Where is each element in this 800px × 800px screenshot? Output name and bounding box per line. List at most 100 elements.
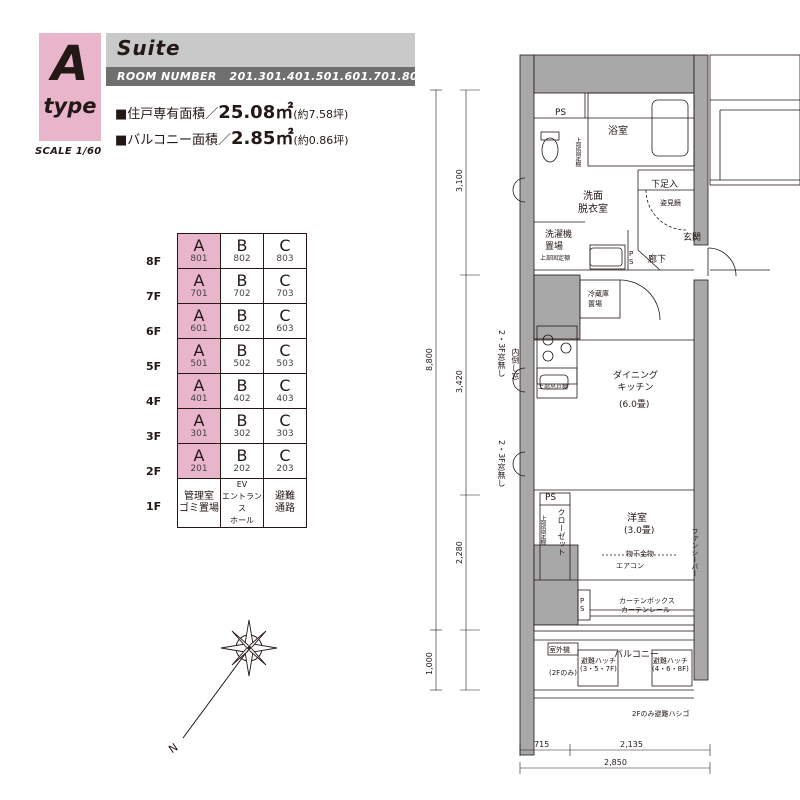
type-letter: A: [51, 36, 89, 92]
ground-floor-cell: 避難 通路: [263, 478, 307, 528]
closet-shelf-label: 上部固定棚: [539, 515, 546, 545]
suite-bar: [106, 33, 415, 67]
unit-number: 303: [276, 429, 294, 439]
unit-type-letter: C: [279, 411, 291, 430]
ps-bottom-label: P S: [580, 597, 585, 613]
unit-number: 401: [190, 394, 208, 404]
ps-small-label: P S: [629, 250, 634, 266]
unit-number: 803: [276, 254, 294, 264]
unit-type-letter: A: [193, 411, 205, 430]
western-size-label: (3.0畳): [624, 526, 655, 536]
hatch-right-label: 避難ハッチ (4・6・8F): [652, 657, 689, 673]
type-badge: [39, 33, 101, 141]
unit-type-letter: A: [193, 376, 205, 395]
floor-plan: [430, 54, 800, 774]
balcony-area: ■バルコニー面積／2.85㎡(約0.86坪): [115, 124, 349, 150]
exclusive-area-value: 25.08㎡: [218, 102, 294, 123]
curtain-box-label: カーテンボックス: [619, 597, 675, 605]
unit-type-letter: A: [193, 306, 205, 325]
exclusive-area: ■住戸専有面積／25.08㎡(約7.58坪): [115, 98, 348, 124]
curtain-rail-label: カーテンレール: [621, 606, 670, 614]
ps-top-label: PS: [555, 108, 567, 118]
floor-label: 8F: [146, 255, 162, 268]
exclusive-area-tsubo: (約7.58坪): [293, 108, 349, 121]
unit-number: 202: [233, 464, 251, 474]
unit-number: 801: [190, 254, 208, 264]
western-room-label: 洋室: [627, 513, 647, 524]
room-number-bar: [106, 67, 415, 86]
dim-715: 715: [534, 740, 550, 749]
unit-type-letter: B: [236, 376, 248, 395]
compass-north-label: N: [166, 741, 180, 756]
drying-rack-label: 物干金物: [626, 550, 654, 558]
inward-window-label: 内倒し窓: [511, 348, 520, 380]
unit-type-letter: B: [236, 271, 248, 290]
unit-number: 701: [190, 289, 208, 299]
unit-number: 602: [233, 324, 251, 334]
unit-type-letter: C: [279, 376, 291, 395]
entrance-label: 玄関: [683, 233, 702, 243]
unit-number: 301: [190, 429, 208, 439]
unit-type-letter: C: [279, 446, 291, 465]
compass-rose: N: [166, 619, 278, 756]
dim-2850: 2,850: [604, 758, 627, 767]
ground-floor-cell: 管理室 ゴミ置場: [177, 478, 221, 528]
unit-number: 502: [233, 359, 251, 369]
exclusive-area-label: ■住戸専有面積／: [115, 107, 219, 122]
room-number-list: 201.301.401.501.601.701.801: [229, 70, 427, 83]
unit-number: 402: [233, 394, 251, 404]
unit-number: 601: [190, 324, 208, 334]
scale-label: SCALE 1/60: [35, 146, 102, 157]
dim-3100: 3,100: [455, 169, 464, 192]
unit-type-letter: A: [193, 271, 205, 290]
balcony-area-tsubo: (約0.86坪): [293, 134, 349, 147]
floor-label: 2F: [146, 465, 162, 478]
fixed-window-top-label: 上部固定棚: [574, 137, 581, 167]
type-word: type: [43, 94, 97, 118]
unit-number: 702: [233, 289, 251, 299]
floor-label: 5F: [146, 360, 162, 373]
unit-number: 403: [276, 394, 294, 404]
laundry-label: 洗濯機 置場: [545, 230, 573, 252]
hallway-label: 廊下: [648, 255, 667, 265]
unit-type-letter: B: [236, 236, 248, 255]
hatch-left-label: 避難ハッチ (3・5・7F): [580, 657, 617, 673]
dining-kitchen-label: ダイニング キッチン: [613, 371, 659, 393]
floor-label: 4F: [146, 395, 162, 408]
unit-number: 802: [233, 254, 251, 264]
kitchen-shelf-label: 上部吊戸棚: [538, 384, 569, 391]
balcony-label: バルコニー: [614, 650, 659, 660]
unit-type-letter: C: [279, 341, 291, 360]
f2-only-label: (2Fのみ): [549, 669, 577, 677]
washroom-label: 洗面 脱衣室: [578, 191, 608, 215]
closet-label: クローゼット: [557, 508, 566, 556]
ground-floor-cell: EV エントランス ホール: [220, 478, 264, 528]
unit-type-letter: B: [236, 446, 248, 465]
balcony-area-label: ■バルコニー面積／: [115, 133, 232, 148]
floor-label: 1F: [146, 500, 162, 513]
unit-type-letter: B: [236, 411, 248, 430]
dining-size-label: (6.0畳): [619, 400, 650, 410]
dim-8800: 8,800: [425, 348, 434, 371]
dim-3420: 3,420: [455, 370, 464, 393]
outdoor-unit-label: 室外機: [549, 646, 570, 654]
